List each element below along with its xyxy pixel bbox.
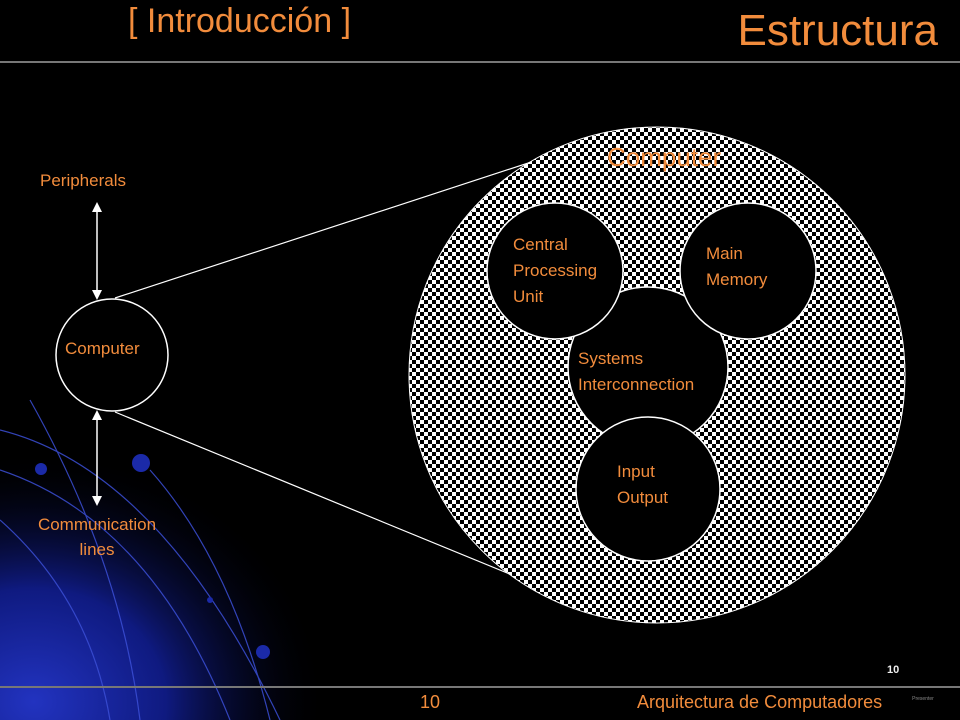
- section-title: [ Introducción ]: [128, 2, 352, 40]
- arrowhead: [92, 496, 102, 506]
- arrowhead: [92, 290, 102, 300]
- zoom-computer-title: Computer: [607, 142, 722, 172]
- zoom-line-top: [114, 149, 569, 299]
- computer-node: [55, 298, 169, 412]
- course-name: Arquitectura de Computadores: [637, 692, 883, 712]
- slide-number: 10: [887, 664, 900, 676]
- deco-dot: [35, 463, 47, 475]
- communication-label: Communication lines: [22, 512, 172, 562]
- deco-dot: [207, 597, 213, 603]
- header-divider: [0, 61, 960, 63]
- interconnection-label: Systems Interconnection: [578, 346, 694, 398]
- communication-label-line2: lines: [79, 540, 115, 559]
- zoom-line-bottom: [114, 411, 569, 599]
- interconnection-label-line2: Interconnection: [578, 375, 695, 394]
- cpu-label: Central Processing Unit: [513, 232, 597, 310]
- arrowhead: [92, 202, 102, 212]
- interconnection-label-line1: Systems: [578, 349, 644, 368]
- deco-dot: [132, 454, 150, 472]
- footer-divider: [0, 686, 960, 688]
- presenter-mark: Presenter: [912, 696, 934, 702]
- deco-dot: [256, 645, 270, 659]
- computer-node-label: Computer: [65, 339, 140, 358]
- page-number: 10: [420, 692, 441, 712]
- cpu-label-line2: Processing: [513, 261, 598, 280]
- cpu-label-line3: Unit: [513, 287, 544, 306]
- arrowhead: [92, 410, 102, 420]
- slide-title: Estructura: [737, 6, 938, 55]
- memory-circle: [679, 202, 817, 340]
- io-label-line1: Input: [617, 462, 655, 481]
- communication-label-line1: Communication: [37, 515, 157, 534]
- memory-label: Main Memory: [706, 241, 767, 293]
- memory-label-line1: Main: [706, 244, 743, 263]
- decorative-arcs: [0, 399, 281, 720]
- io-circle: [575, 416, 721, 562]
- memory-label-line2: Memory: [706, 270, 768, 289]
- io-label-line2: Output: [617, 488, 669, 507]
- cpu-label-line1: Central: [513, 235, 568, 254]
- blue-glow: [0, 360, 420, 720]
- peripherals-label: Peripherals: [40, 171, 126, 190]
- cpu-circle: [486, 202, 624, 340]
- io-label: Input Output: [617, 459, 668, 511]
